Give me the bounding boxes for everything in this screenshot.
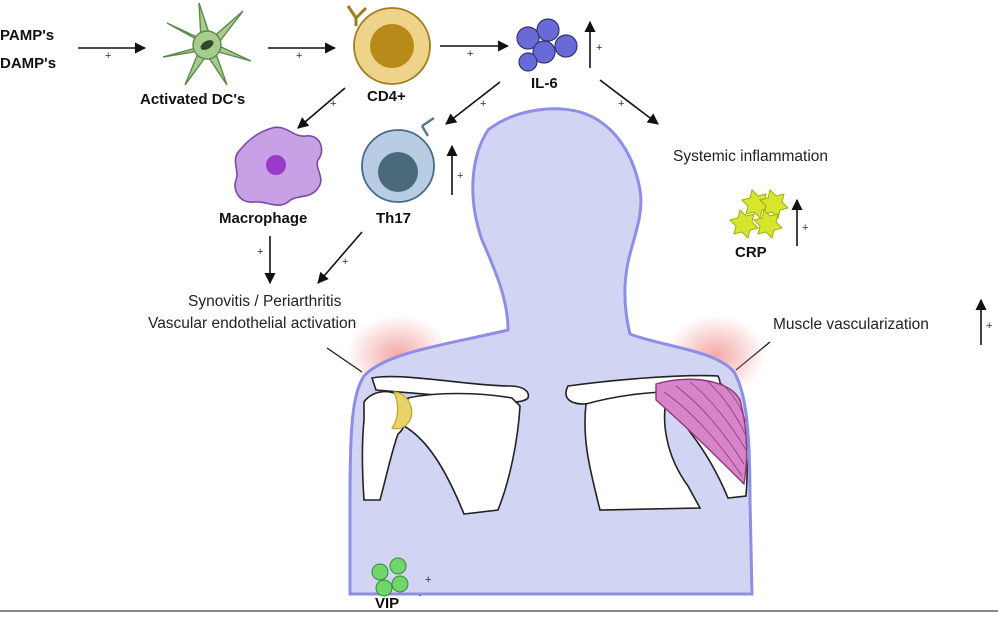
plus-crp-up: + <box>802 222 809 234</box>
label-vascular-activation: Vascular endothelial activation <box>148 315 357 332</box>
vip-cluster <box>371 557 409 597</box>
arrow-il6-to-systemic <box>599 79 659 125</box>
label-vip: VIP <box>375 595 400 612</box>
arrow-cd4-to-macrophage <box>297 87 346 129</box>
th17-cell <box>361 116 435 203</box>
label-crp: CRP <box>735 244 767 261</box>
label-synovitis: Synovitis / Periarthritis <box>188 293 342 310</box>
label-activated-dc: Activated DC's <box>140 91 246 108</box>
plus-cd4-macrophage: + <box>330 98 337 110</box>
scapula-left <box>403 392 521 515</box>
label-muscle-vascularization: Muscle vascularization <box>773 316 929 333</box>
deltoid-muscle <box>655 378 748 486</box>
synovium-highlight <box>391 391 413 430</box>
cd4-cell <box>346 5 431 85</box>
scapula-right <box>584 391 702 511</box>
label-systemic-inflammation: Systemic inflammation <box>673 148 829 165</box>
plus-muscle-up: + <box>986 320 993 332</box>
il6-cluster <box>516 18 578 72</box>
plus-dc-cd4: + <box>296 50 303 62</box>
arrow-th17-to-synovitis <box>317 231 363 284</box>
label-pamps: PAMP's <box>0 27 55 44</box>
label-cd4: CD4+ <box>367 88 406 105</box>
plus-pamps-dc: + <box>105 50 112 62</box>
label-il6: IL-6 <box>531 75 558 92</box>
label-macrophage: Macrophage <box>219 210 308 227</box>
crp-cluster <box>729 189 789 239</box>
label-th17: Th17 <box>376 210 412 227</box>
plus-cd4-il6: + <box>467 48 474 60</box>
plus-th17-up: + <box>457 170 464 182</box>
label-damps: DAMP's <box>0 55 57 72</box>
plus-il6-up: + <box>596 42 603 54</box>
activated-dc-cell <box>162 2 252 86</box>
plus-il6-th17: + <box>480 98 487 110</box>
macrophage-cell <box>234 126 323 206</box>
arrow-il6-to-th17 <box>445 81 501 125</box>
plus-il6-systemic: + <box>618 98 625 110</box>
plus-macrophage-synovitis: + <box>257 246 264 258</box>
plus-th17-synovitis: + <box>342 256 349 268</box>
plus-vip-up: + <box>425 574 432 586</box>
